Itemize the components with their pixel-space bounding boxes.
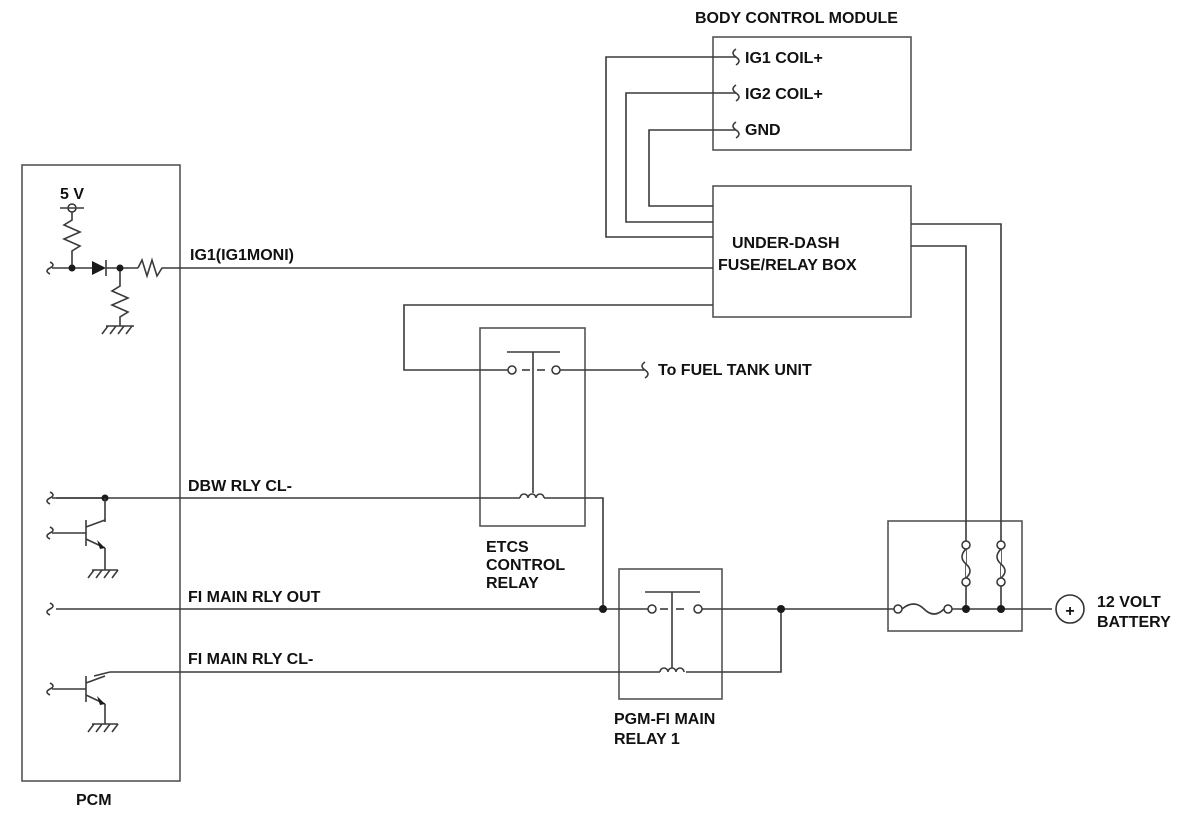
battery-plus-sign: +	[1065, 603, 1074, 620]
ig2-coil-label: IG2 COIL+	[745, 86, 823, 103]
underdash-to-etcs-wiring	[403, 304, 713, 371]
junction-dot	[599, 605, 607, 613]
pcm-fi-out-connector	[46, 602, 54, 616]
bcm-title: BODY CONTROL MODULE	[695, 10, 898, 27]
ig1-signal-label: IG1(IG1MONI)	[190, 247, 294, 264]
battery-symbol	[1055, 594, 1085, 624]
fuse-block-internals	[893, 540, 1052, 615]
ig1-coil-label: IG1 COIL+	[745, 50, 823, 67]
fuel-tank-connector	[641, 361, 649, 379]
pgm-fi-main-relay-box	[618, 568, 723, 700]
bcm-wiring	[605, 48, 740, 238]
fuel-tank-label: To FUEL TANK UNIT	[658, 362, 812, 379]
under-dash-fuse-relay-box	[712, 185, 912, 318]
fi-main-cl-label: FI MAIN RLY CL-	[188, 651, 313, 668]
etcs-label-line2: CONTROL	[486, 557, 565, 574]
pgm-fi-label-line1: PGM-FI MAIN	[614, 711, 715, 728]
pgm-fi-label-line2: RELAY 1	[614, 731, 680, 748]
5v-label: 5 V	[60, 186, 84, 203]
fi-main-out-label: FI MAIN RLY OUT	[188, 589, 321, 606]
junction-dot	[777, 605, 785, 613]
pcm-box	[21, 164, 181, 782]
dbw-wire	[56, 497, 604, 609]
etcs-label-line1: ETCS	[486, 539, 529, 556]
gnd-label: GND	[745, 122, 781, 139]
pcm-dbw-transistor	[46, 491, 119, 579]
pcm-fi-main-transistor	[46, 671, 119, 733]
etcs-label-line3: RELAY	[486, 575, 539, 592]
underdash-to-fuse-wiring	[911, 223, 1002, 540]
etcs-control-relay-box	[479, 327, 586, 527]
pgm-fi-relay-internals	[645, 591, 703, 673]
fuse-block-box	[887, 520, 1023, 632]
underdash-label-line2: FUSE/RELAY BOX	[718, 257, 857, 274]
pcm-ig1-input-circuit	[46, 203, 180, 335]
fi-main-out-wire	[56, 608, 900, 673]
battery-label-line1: 12 VOLT	[1097, 594, 1161, 611]
etcs-relay-internals	[507, 351, 561, 499]
battery-label-line2: BATTERY	[1097, 614, 1171, 631]
pcm-label: PCM	[76, 792, 112, 809]
dbw-label: DBW RLY CL-	[188, 478, 292, 495]
underdash-label-line1: UNDER-DASH	[732, 235, 840, 252]
